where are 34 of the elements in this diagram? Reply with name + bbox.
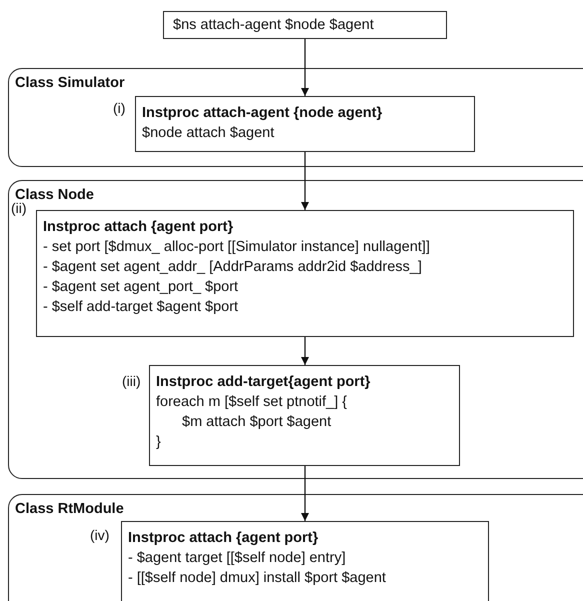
code-line: - $agent set agent_port_ $port: [43, 278, 238, 297]
procedure-box: [36, 210, 574, 337]
class-title: Class Node: [15, 186, 94, 203]
arrow: [301, 152, 309, 210]
procedure-box: [135, 96, 475, 152]
class-container: [8, 180, 583, 479]
class-container: [8, 68, 583, 167]
step-label: (iii): [122, 373, 141, 389]
class-title: Class Simulator: [15, 74, 125, 93]
code-line: - [[$self node] dmux] install $port $agent: [128, 569, 386, 588]
class-title: Class RtModule: [15, 500, 124, 519]
command-box: [163, 11, 447, 39]
code-line: }: [156, 433, 161, 452]
code-line: $ns attach-agent $node $agent: [173, 16, 374, 35]
code-line: - $agent set agent_addr_ [AddrParams addr2id $address_]: [43, 258, 422, 277]
procedure-title: Instproc add-target{agent port}: [156, 373, 370, 392]
code-line: $m attach $port $agent: [182, 413, 332, 432]
arrow: [301, 337, 309, 365]
code-line: - $self add-target $agent $port: [43, 298, 238, 317]
procedure-box: [149, 365, 460, 466]
procedure-title: Instproc attach {agent port}: [128, 529, 318, 548]
step-label: (i): [113, 100, 126, 116]
step-label: (ii): [11, 200, 27, 216]
arrow: [301, 39, 309, 96]
code-line: foreach m [$self set ptnotif_] {: [156, 393, 348, 412]
class-container: [8, 494, 583, 601]
procedure-box: [121, 521, 489, 601]
code-line: - set port [$dmux_ alloc-port [[Simulator instance] nullagent]]: [43, 238, 430, 257]
arrow: [301, 466, 309, 521]
procedure-title: Instproc attach-agent {node agent}: [142, 104, 382, 123]
procedure-title: Instproc attach {agent port}: [43, 218, 234, 237]
code-line: $node attach $agent: [142, 124, 274, 143]
step-label: (iv): [90, 527, 110, 543]
code-line: - $agent target [[$self node] entry]: [128, 549, 346, 568]
